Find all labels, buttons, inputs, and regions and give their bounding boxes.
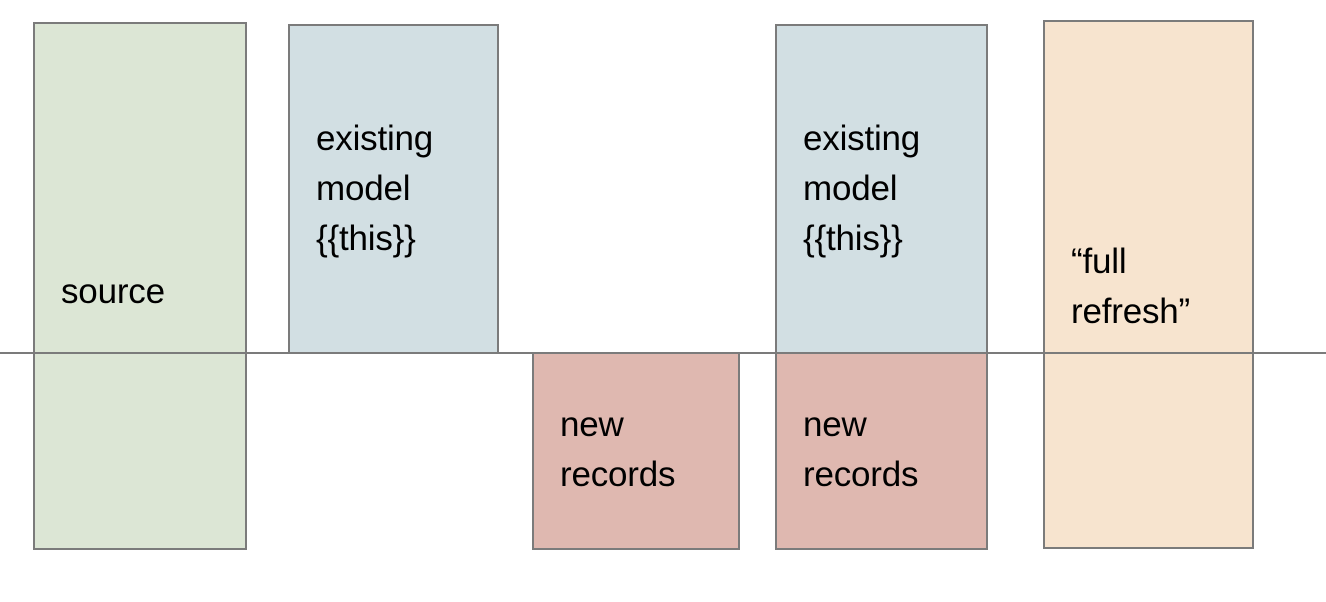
box-source-label: source: [61, 272, 165, 311]
box-new-records-1[interactable]: new records: [532, 352, 740, 550]
box-full-refresh-label: “full refresh”: [1071, 242, 1190, 331]
box-new-records-2-label: new records: [803, 405, 919, 494]
box-source[interactable]: source: [33, 22, 247, 550]
box-new-records-2[interactable]: new records: [775, 352, 988, 550]
box-existing-model-2[interactable]: existing model {{this}}: [775, 24, 988, 354]
box-existing-model-1-label: existing model {{this}}: [316, 119, 434, 258]
box-existing-model-2-label: existing model {{this}}: [803, 119, 921, 258]
horizontal-divider-line: [0, 352, 1326, 354]
box-existing-model-1[interactable]: existing model {{this}}: [288, 24, 499, 354]
box-new-records-1-label: new records: [560, 405, 676, 494]
box-full-refresh[interactable]: “full refresh”: [1043, 20, 1254, 549]
